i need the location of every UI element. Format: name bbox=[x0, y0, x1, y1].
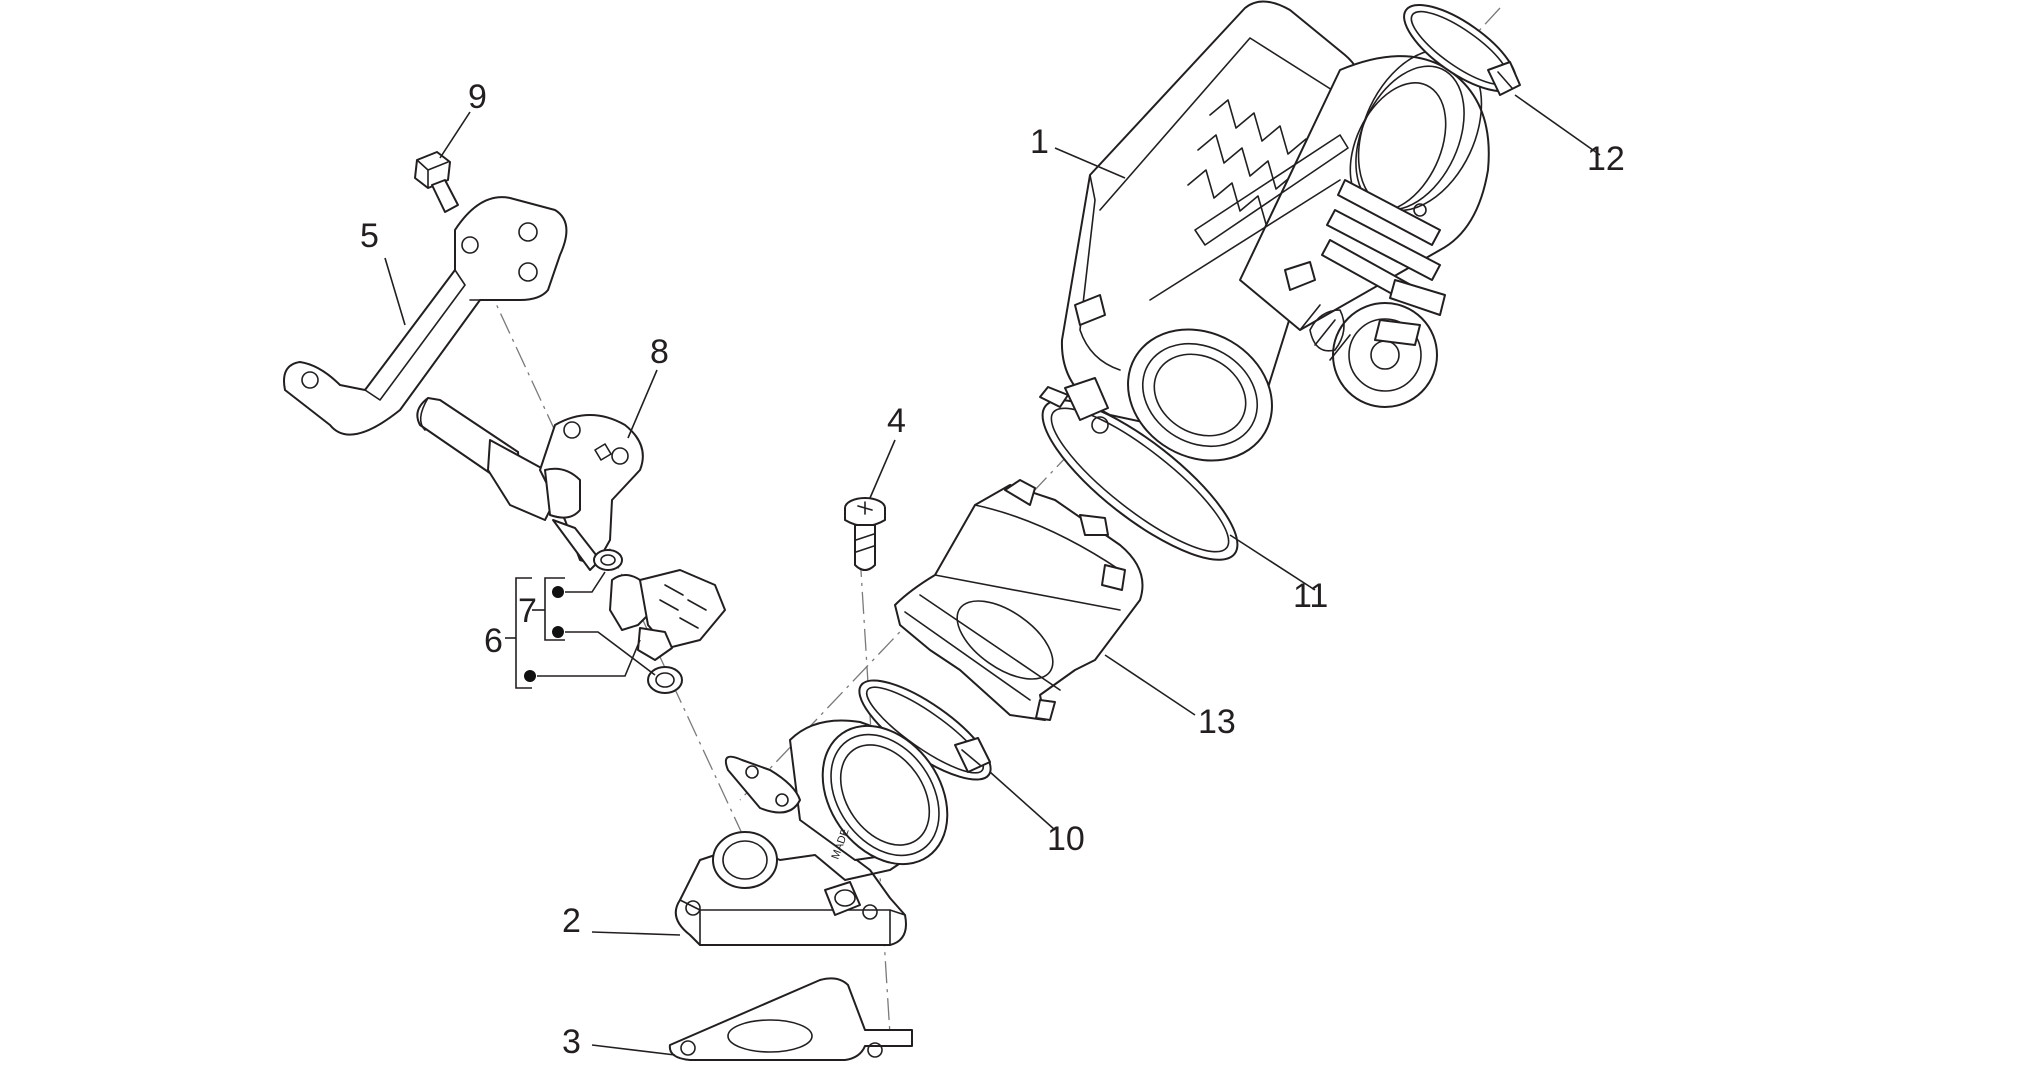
callout-5: 5 bbox=[360, 217, 379, 255]
callout-8: 8 bbox=[650, 333, 669, 371]
screw bbox=[844, 497, 886, 571]
throttle-body bbox=[1060, 0, 1490, 462]
injector-assembly bbox=[593, 549, 726, 694]
fuel-rail-bracket bbox=[416, 397, 644, 571]
hose-clamp-upper bbox=[1403, 3, 1521, 96]
bracket bbox=[283, 196, 568, 436]
bolt bbox=[414, 151, 459, 213]
callout-12: 12 bbox=[1587, 140, 1625, 178]
hose-clamp-middle bbox=[1039, 377, 1239, 561]
intake-manifold: MADE bbox=[674, 719, 949, 946]
callout-6: 6 bbox=[484, 622, 503, 660]
callout-11: 11 bbox=[1293, 577, 1328, 615]
callout-4: 4 bbox=[887, 402, 906, 440]
callout-10: 10 bbox=[1047, 820, 1085, 858]
manifold-gasket bbox=[668, 977, 913, 1061]
callout-3: 3 bbox=[562, 1023, 581, 1061]
callout-13: 13 bbox=[1198, 703, 1236, 741]
callout-labels: 1 12 11 13 10 4 2 3 5 9 8 7 6 bbox=[360, 78, 1625, 1061]
callout-9: 9 bbox=[468, 78, 487, 116]
callout-7: 7 bbox=[518, 592, 537, 630]
intake-sleeve bbox=[894, 479, 1144, 721]
assembly-brackets bbox=[505, 571, 656, 689]
leader-lines bbox=[384, 94, 1601, 1056]
callout-1: 1 bbox=[1030, 123, 1049, 161]
callout-2: 2 bbox=[562, 902, 581, 940]
